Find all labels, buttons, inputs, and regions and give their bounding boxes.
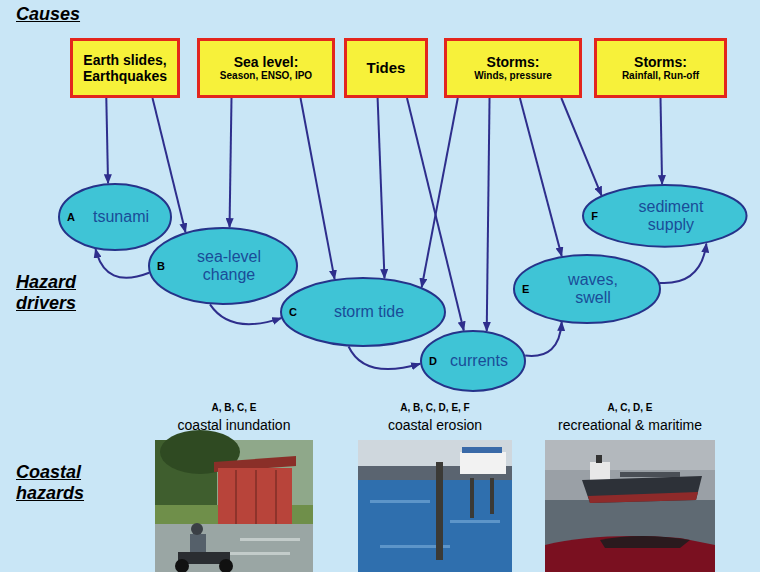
ellipse-text-holder: waves, swell <box>550 271 624 307</box>
cause-heading: Tides <box>367 60 406 76</box>
cause-arrow <box>422 98 458 287</box>
cause-arrow <box>301 98 335 279</box>
driver-ellipse: Ewaves, swell <box>513 254 661 324</box>
ellipse-shape <box>583 185 747 247</box>
cause-arrow <box>230 98 232 227</box>
driver-codes: A, B, C, E <box>155 402 313 414</box>
cause-detail: Rainfall, Run-off <box>622 70 699 82</box>
driver-ellipse: Bsea-level change <box>148 227 298 305</box>
driver-name: storm tide <box>334 303 404 321</box>
cause-arrow <box>661 98 663 184</box>
cause-detail: Season, ENSO, IPO <box>220 70 312 82</box>
hazard-caption: recreational & maritime <box>535 417 725 433</box>
ellipse-text-holder: sea-level change <box>177 248 269 284</box>
maritime-photo <box>545 440 715 572</box>
ellipse-text-holder: currents <box>438 352 508 370</box>
hazard-caption: coastal inundation <box>140 417 328 433</box>
cause-detail: Winds, pressure <box>474 70 552 82</box>
driver-codes: A, C, D, E <box>545 402 715 414</box>
driver-ellipse: Cstorm tide <box>280 277 446 347</box>
cause-arrow <box>96 249 150 278</box>
row-heading: Coastal hazards <box>16 462 96 504</box>
cause-arrow <box>525 322 561 356</box>
driver-letter: C <box>289 306 297 318</box>
driver-letter: A <box>67 211 75 223</box>
cause-box: Earth slides, Earthquakes <box>70 38 180 98</box>
cause-arrow <box>487 98 490 331</box>
driver-letter: D <box>429 355 437 367</box>
cause-box: Tides <box>344 38 428 98</box>
driver-name: currents <box>450 352 508 370</box>
inundation-photo <box>155 430 313 572</box>
cause-box: Storms:Winds, pressure <box>444 38 582 98</box>
driver-name: sediment supply <box>631 198 711 234</box>
driver-ellipse: Dcurrents <box>420 330 526 392</box>
cause-box: Sea level:Season, ENSO, IPO <box>197 38 335 98</box>
ellipse-shape <box>149 228 297 304</box>
driver-name: tsunami <box>93 208 149 226</box>
driver-name: sea-level change <box>189 248 269 284</box>
driver-codes: A, B, C, D, E, F <box>358 402 512 414</box>
ellipse-text-holder: storm tide <box>322 303 404 321</box>
driver-letter: F <box>591 210 598 222</box>
cause-arrow <box>520 98 562 256</box>
ellipse-text-holder: sediment supply <box>619 198 711 234</box>
hazard-caption: coastal erosion <box>343 417 527 433</box>
driver-ellipse: Fsediment supply <box>582 184 748 248</box>
driver-letter: E <box>522 283 529 295</box>
driver-ellipse: Atsunami <box>58 183 172 251</box>
driver-name: waves, swell <box>562 271 624 307</box>
cause-heading: Earth slides, Earthquakes <box>77 52 173 84</box>
cause-box: Storms:Rainfall, Run-off <box>594 38 727 98</box>
erosion-photo <box>358 440 512 572</box>
row-heading: Causes <box>16 4 136 25</box>
cause-arrow <box>349 346 421 369</box>
ellipse-shape <box>281 278 445 346</box>
cause-arrow <box>561 98 601 196</box>
cause-heading: Storms: <box>487 54 540 70</box>
cause-arrow <box>378 98 385 278</box>
cause-arrow <box>660 244 707 283</box>
ellipse-shape <box>514 255 660 323</box>
ellipse-shape <box>59 184 171 250</box>
cause-heading: Storms: <box>634 54 687 70</box>
ellipse-text-holder: tsunami <box>81 208 149 226</box>
ellipse-shape <box>421 331 525 391</box>
cause-arrow <box>210 304 281 324</box>
driver-letter: B <box>157 260 165 272</box>
row-heading: Hazard drivers <box>16 272 96 314</box>
cause-heading: Sea level: <box>234 54 299 70</box>
cause-arrow <box>106 98 108 183</box>
